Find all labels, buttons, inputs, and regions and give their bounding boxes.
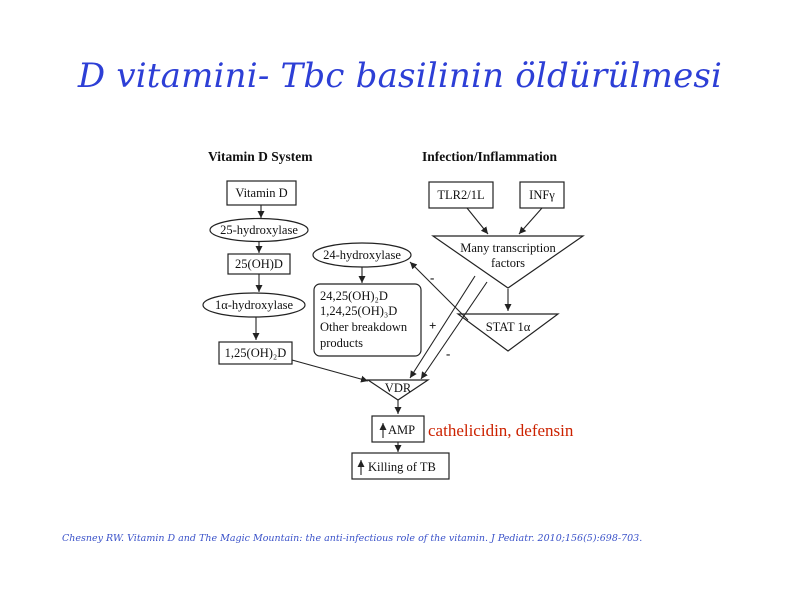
killing-label: Killing of TB <box>368 460 436 474</box>
oh2-d-label: 1,25(OH)₂D <box>225 346 287 360</box>
breakdown-box <box>313 283 422 357</box>
slide-title: D vitamini- Tbc basilinin öldürülmesi <box>77 56 723 96</box>
citation: Chesney RW. Vitamin D and The Magic Moun… <box>62 533 643 544</box>
arrow-tlr-to-tf <box>466 207 489 235</box>
hydroxylase-1a-label: 1α-hydroxylase <box>215 298 294 312</box>
header-vitamin-d-system: Vitamin D System <box>208 149 313 164</box>
arrow-tf-to-vdr-1 <box>409 275 476 379</box>
vitamin-d-box <box>226 180 297 206</box>
transcription-line-1: Many transcription <box>460 241 556 255</box>
amp-label: AMP <box>388 423 415 437</box>
inf-label: INFγ <box>529 188 555 202</box>
hydroxylase-1a-ellipse <box>202 292 306 318</box>
hydroxylase-25-label: 25-hydroxylase <box>220 223 298 237</box>
breakdown-line-3: Other breakdown <box>320 320 408 334</box>
transcription-line-2: factors <box>491 256 525 270</box>
arrow-stat-to-24hyd <box>409 261 469 321</box>
vdr-triangle <box>366 379 430 401</box>
sign-minus-top: - <box>430 270 434 285</box>
sign-minus-bottom: - <box>446 346 450 361</box>
header-infection-inflammation: Infection/Inflammation <box>422 149 557 164</box>
breakdown-line-2: 1,24,25(OH)₃D <box>320 304 397 318</box>
transcription-factors-triangle <box>431 235 585 289</box>
tlr-label: TLR2/1L <box>437 188 484 202</box>
arrow-tf-to-vdr-2 <box>420 281 488 380</box>
sign-plus: + <box>429 318 436 333</box>
tlr-box <box>428 181 494 209</box>
killing-box <box>351 452 450 480</box>
arrow-125ohd-to-vdr <box>291 359 369 383</box>
stat-label: STAT 1α <box>486 320 531 334</box>
hydroxylase-24-label: 24-hydroxylase <box>323 248 401 262</box>
breakdown-line-4: products <box>320 336 363 350</box>
amp-annotation: cathelicidin, defensin <box>428 421 574 440</box>
breakdown-line-1: 24,25(OH)₂D <box>320 289 388 303</box>
vitamin-d-label: Vitamin D <box>235 186 287 200</box>
oh-d-25-label: 25(OH)D <box>235 257 283 271</box>
oh2-d-box <box>218 341 293 365</box>
vdr-label: VDR <box>385 381 412 395</box>
stat-triangle <box>456 313 560 352</box>
arrow-inf-to-tf <box>518 207 543 235</box>
